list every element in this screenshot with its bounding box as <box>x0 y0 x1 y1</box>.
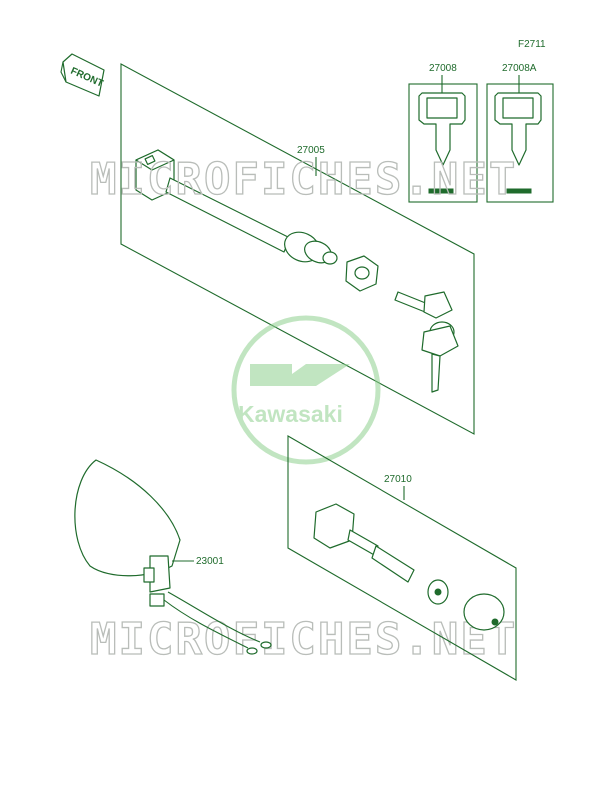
front-arrow-icon: FRONT <box>60 53 105 97</box>
key-blank-box <box>408 75 478 203</box>
watermark-top: MICROFICHES.NET <box>90 154 517 205</box>
ignition-switch-assembly <box>135 149 338 265</box>
switch-assy-panel <box>120 63 475 435</box>
key-set <box>394 291 459 393</box>
part-label-27008: 27008 <box>429 63 457 74</box>
figure-code: F2711 <box>518 39 546 50</box>
kawasaki-logo: Kawasaki <box>231 315 381 465</box>
logo-text: Kawasaki <box>238 401 343 427</box>
part-label-27005: 27005 <box>297 145 325 156</box>
watermark-bottom: MICROFICHES.NET <box>90 614 517 665</box>
lamp-assembly <box>74 459 272 655</box>
part-label-27008a: 27008A <box>502 63 537 74</box>
part-label-27010: 27010 <box>384 474 412 485</box>
part-label-23001: 23001 <box>196 556 224 567</box>
light-switch-assembly <box>313 503 505 631</box>
light-switch-panel <box>287 435 517 681</box>
key-blank-a-box <box>486 75 554 203</box>
hex-nut <box>345 255 379 292</box>
